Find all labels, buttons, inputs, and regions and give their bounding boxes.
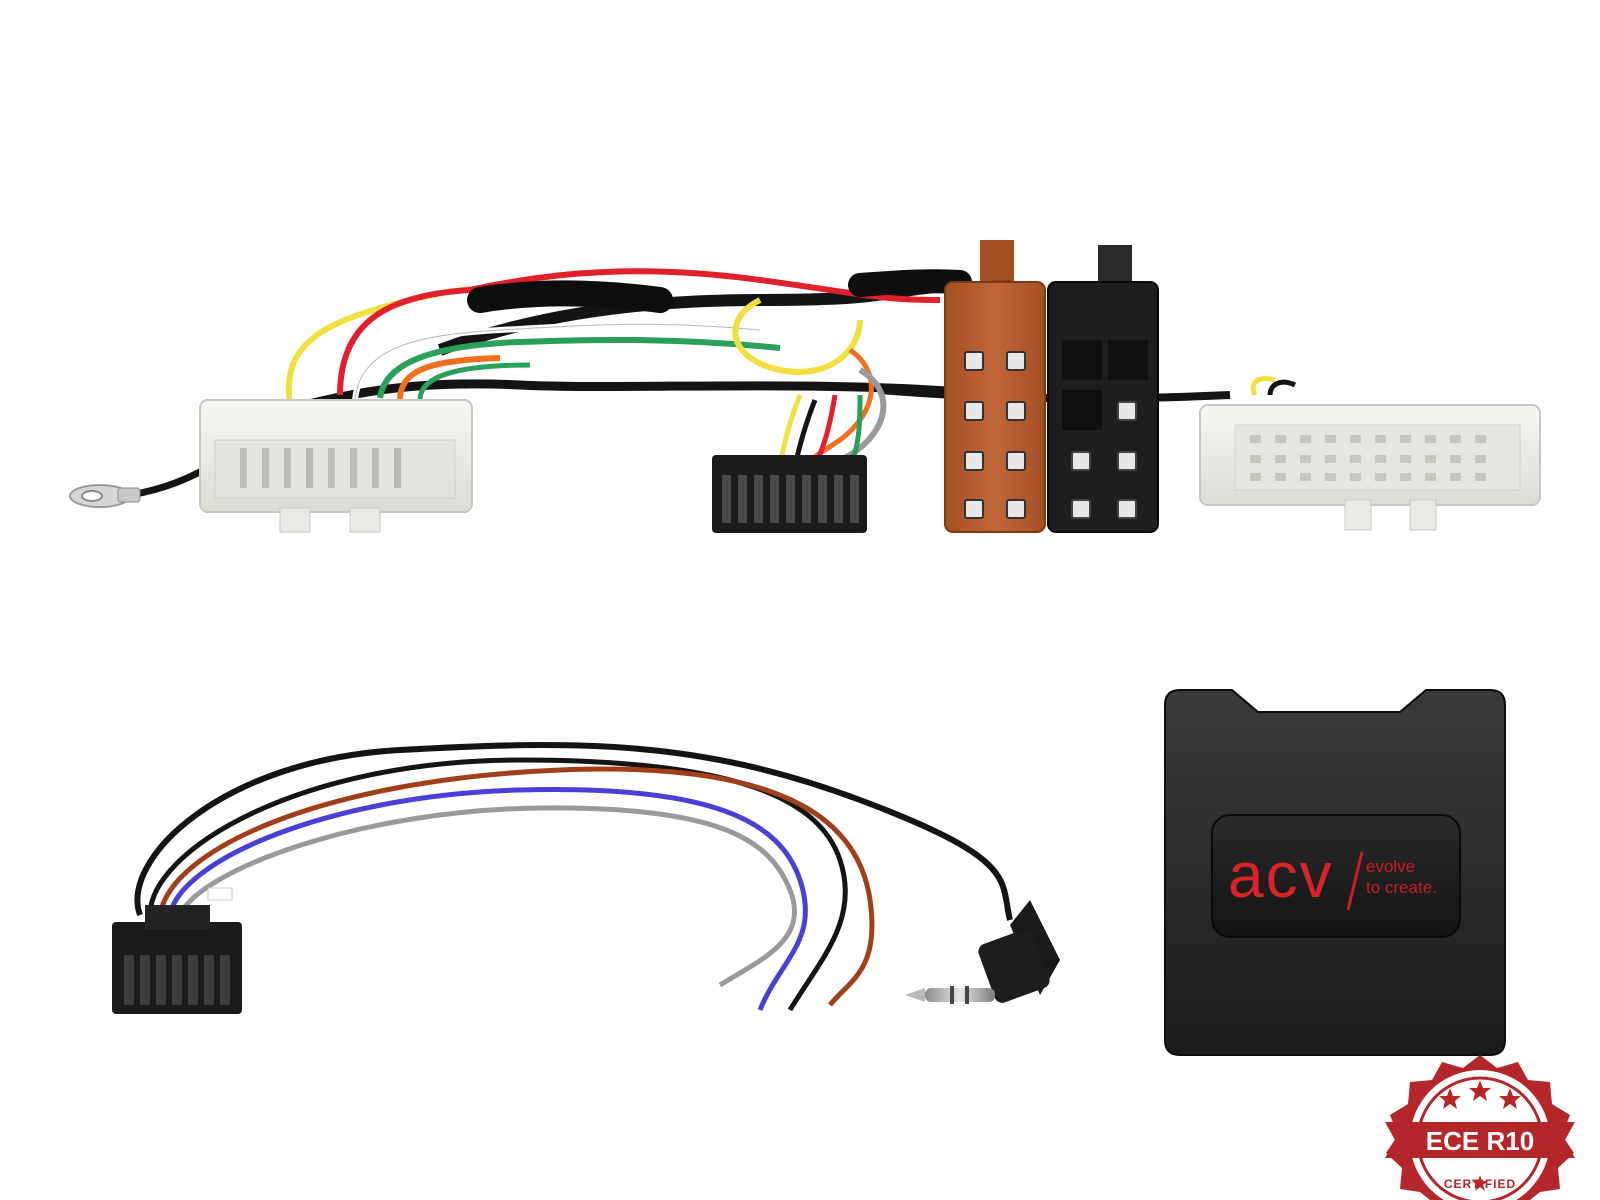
- harness-plug-icon: [1199, 404, 1541, 531]
- radio-plug-small-icon: [712, 455, 867, 533]
- steering-lead-wires: [134, 742, 1013, 1012]
- vehicle-plug-left-icon: [199, 399, 473, 533]
- badge-main-text: ECE R10: [1426, 1126, 1534, 1156]
- certification-badge-icon: [1385, 1055, 1575, 1200]
- badge-sub-text: CERTIFIED: [1444, 1177, 1516, 1191]
- audio-jack-icon: [905, 900, 1060, 1004]
- brand-slogan-line2: to create.: [1366, 878, 1437, 897]
- brand-logo: acv: [1228, 839, 1334, 911]
- ground-ring-terminal: [69, 484, 141, 508]
- brand-divider: [1346, 851, 1364, 911]
- lead-plug-icon: [112, 905, 242, 1014]
- brand-slogan-line1: evolve: [1366, 857, 1415, 876]
- steering-interface-module: [1164, 689, 1506, 1056]
- iso-connector-icon: [944, 240, 1046, 533]
- iso-connector-black-icon: [1047, 245, 1159, 533]
